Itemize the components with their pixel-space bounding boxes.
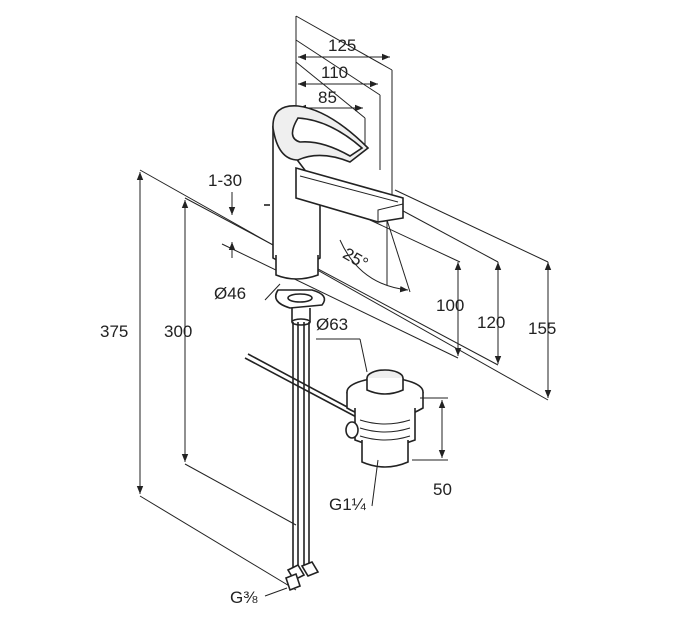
supply-thread-leader <box>264 587 288 597</box>
dim-reach-125: 125 <box>328 36 356 55</box>
waste-diameter-leader <box>316 338 368 373</box>
dim-supply-thread: G⅜ <box>230 588 258 607</box>
waste-height-dimension <box>412 397 448 461</box>
dim-height-120: 120 <box>477 313 505 332</box>
dim-height-100: 100 <box>436 296 464 315</box>
dim-base-diameter: Ø46 <box>214 284 246 303</box>
oblique-extension-lines <box>139 169 549 591</box>
pop-up-rod <box>244 353 365 421</box>
dim-waste-thread: G1¼ <box>329 495 367 514</box>
dim-waste-height: 50 <box>433 480 452 499</box>
dim-flow-range: 1-30 <box>208 171 242 190</box>
mounting-fixture <box>274 289 326 326</box>
dim-total-height-375: 375 <box>100 322 128 341</box>
dim-hose-length-300: 300 <box>164 322 192 341</box>
base-diameter-leader <box>264 283 281 301</box>
dim-reach-85: 85 <box>318 88 337 107</box>
dim-waste-diameter: Ø63 <box>316 315 348 334</box>
waste-thread-leader <box>371 459 379 507</box>
height-dimension-lines <box>454 262 552 398</box>
dim-reach-110: 110 <box>321 63 348 82</box>
hose-fittings <box>285 561 320 592</box>
dim-height-155: 155 <box>528 319 556 338</box>
left-height-dimension-lines <box>136 172 189 494</box>
faucet-body <box>264 105 404 280</box>
supply-hoses <box>292 322 310 570</box>
spout-angle-marker <box>339 219 411 293</box>
waste-valve <box>345 369 424 468</box>
